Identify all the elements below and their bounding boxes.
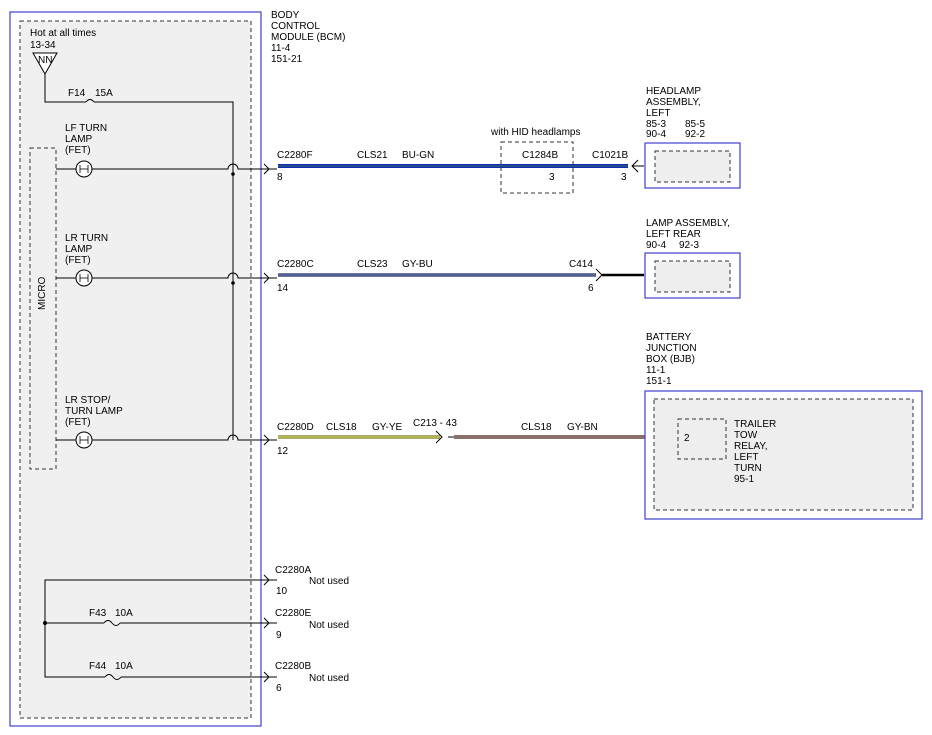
color-gy-bn: GY-BN [567, 422, 598, 433]
pin-8: 8 [277, 172, 283, 183]
connector-c2280f: C2280F [277, 150, 313, 161]
power-ref: 13-34 [30, 40, 56, 51]
headlamp-title: HEADLAMP ASSEMBLY, LEFT [646, 86, 702, 119]
c414-arrow-icon [595, 268, 603, 282]
lr-turn-label: LR TURN LAMP (FET) [65, 233, 109, 266]
lf-turn-label: LF TURN LAMP (FET) [65, 123, 108, 156]
fuse-f44-rating: 10A [115, 661, 133, 672]
lf-wire-internal [92, 163, 268, 170]
headlamp-ref-1b: 85-5 [685, 119, 706, 130]
bjb-title: BATTERY JUNCTION BOX (BJB) 11-1 151-1 [646, 332, 697, 387]
rear-lamp-ref-b: 92-3 [679, 240, 700, 251]
power-source-icon [32, 52, 58, 76]
connector-c2280e: C2280E [275, 608, 312, 619]
c2280b-note: Not used [309, 673, 350, 684]
trailer-relay-box [677, 418, 727, 460]
rear-lamp-ref-a: 90-4 [646, 240, 667, 251]
micro-box [29, 147, 57, 470]
connector-c1284b: C1284B [522, 150, 559, 161]
connector-c2280c: C2280C [277, 259, 314, 270]
fuse-f44-label: F44 [89, 661, 107, 672]
fuse-f43-label: F43 [89, 608, 107, 619]
circuit-cls23: CLS23 [357, 259, 388, 270]
connector-c414: C414 [569, 259, 593, 270]
power-label: Hot at all times [30, 28, 97, 39]
connector-c2280a: C2280A [275, 565, 312, 576]
pin-9: 9 [276, 630, 282, 641]
connector-c2280b: C2280B [275, 661, 312, 672]
connector-c1021b: C1021B [592, 150, 629, 161]
fuse-main-rating: 15A [95, 88, 113, 99]
hid-note: with HID headlamps [491, 127, 581, 138]
fuse-f43-icon [103, 620, 121, 626]
connector-c213: C213 - 43 [413, 418, 457, 429]
fuse-main-wire [44, 74, 86, 103]
bcm-title: BODY CONTROL MODULE (BCM) 11-4 151-21 [271, 10, 346, 65]
headlamp-ref-1a: 85-3 [646, 119, 667, 130]
pin-12: 12 [277, 446, 289, 457]
connector-c2280d: C2280D [277, 422, 314, 433]
hid-connector-box [500, 141, 574, 194]
circuit-cls18-a: CLS18 [326, 422, 357, 433]
circuit-cls18-b: CLS18 [521, 422, 552, 433]
pin-6: 6 [276, 683, 282, 694]
pin-relay: 2 [684, 433, 690, 444]
headlamp-ref-2a: 90-4 [646, 129, 667, 140]
circuit-cls21: CLS21 [357, 150, 388, 161]
color-gy-ye: GY-YE [372, 422, 403, 433]
headlamp-ref-2b: 92-2 [685, 129, 706, 140]
lr-stop-turn-label: LR STOP/ TURN LAMP (FET) [65, 395, 123, 428]
pin-c1284b: 3 [549, 172, 555, 183]
pin-c1021b: 3 [621, 172, 627, 183]
fuse-f43-rating: 10A [115, 608, 133, 619]
micro-label: MICRO [37, 276, 48, 310]
pin-c414: 6 [588, 283, 594, 294]
c2280e-note: Not used [309, 620, 350, 631]
bcm-inner [19, 20, 252, 719]
color-gy-bu: GY-BU [402, 259, 433, 270]
fuse-main-label: F14 [68, 88, 86, 99]
fuse-f44-icon [104, 674, 122, 680]
c213-arrow-icon [435, 430, 443, 444]
rear-lamp-title: LAMP ASSEMBLY, LEFT REAR [646, 218, 730, 240]
c2280a-note: Not used [309, 576, 350, 587]
unused-bus [44, 579, 268, 678]
fuse-main-icon [85, 99, 95, 103]
trailer-relay-label: TRAILER TOW RELAY, LEFT TURN 95-1 [734, 419, 777, 485]
power-node-label: NN [38, 55, 52, 66]
connector-arrow-icons [263, 163, 277, 446]
pin-10: 10 [276, 586, 288, 597]
pin-14: 14 [277, 283, 289, 294]
color-bu-gn: BU-GN [402, 150, 435, 161]
bcm-power-bus [94, 101, 234, 440]
